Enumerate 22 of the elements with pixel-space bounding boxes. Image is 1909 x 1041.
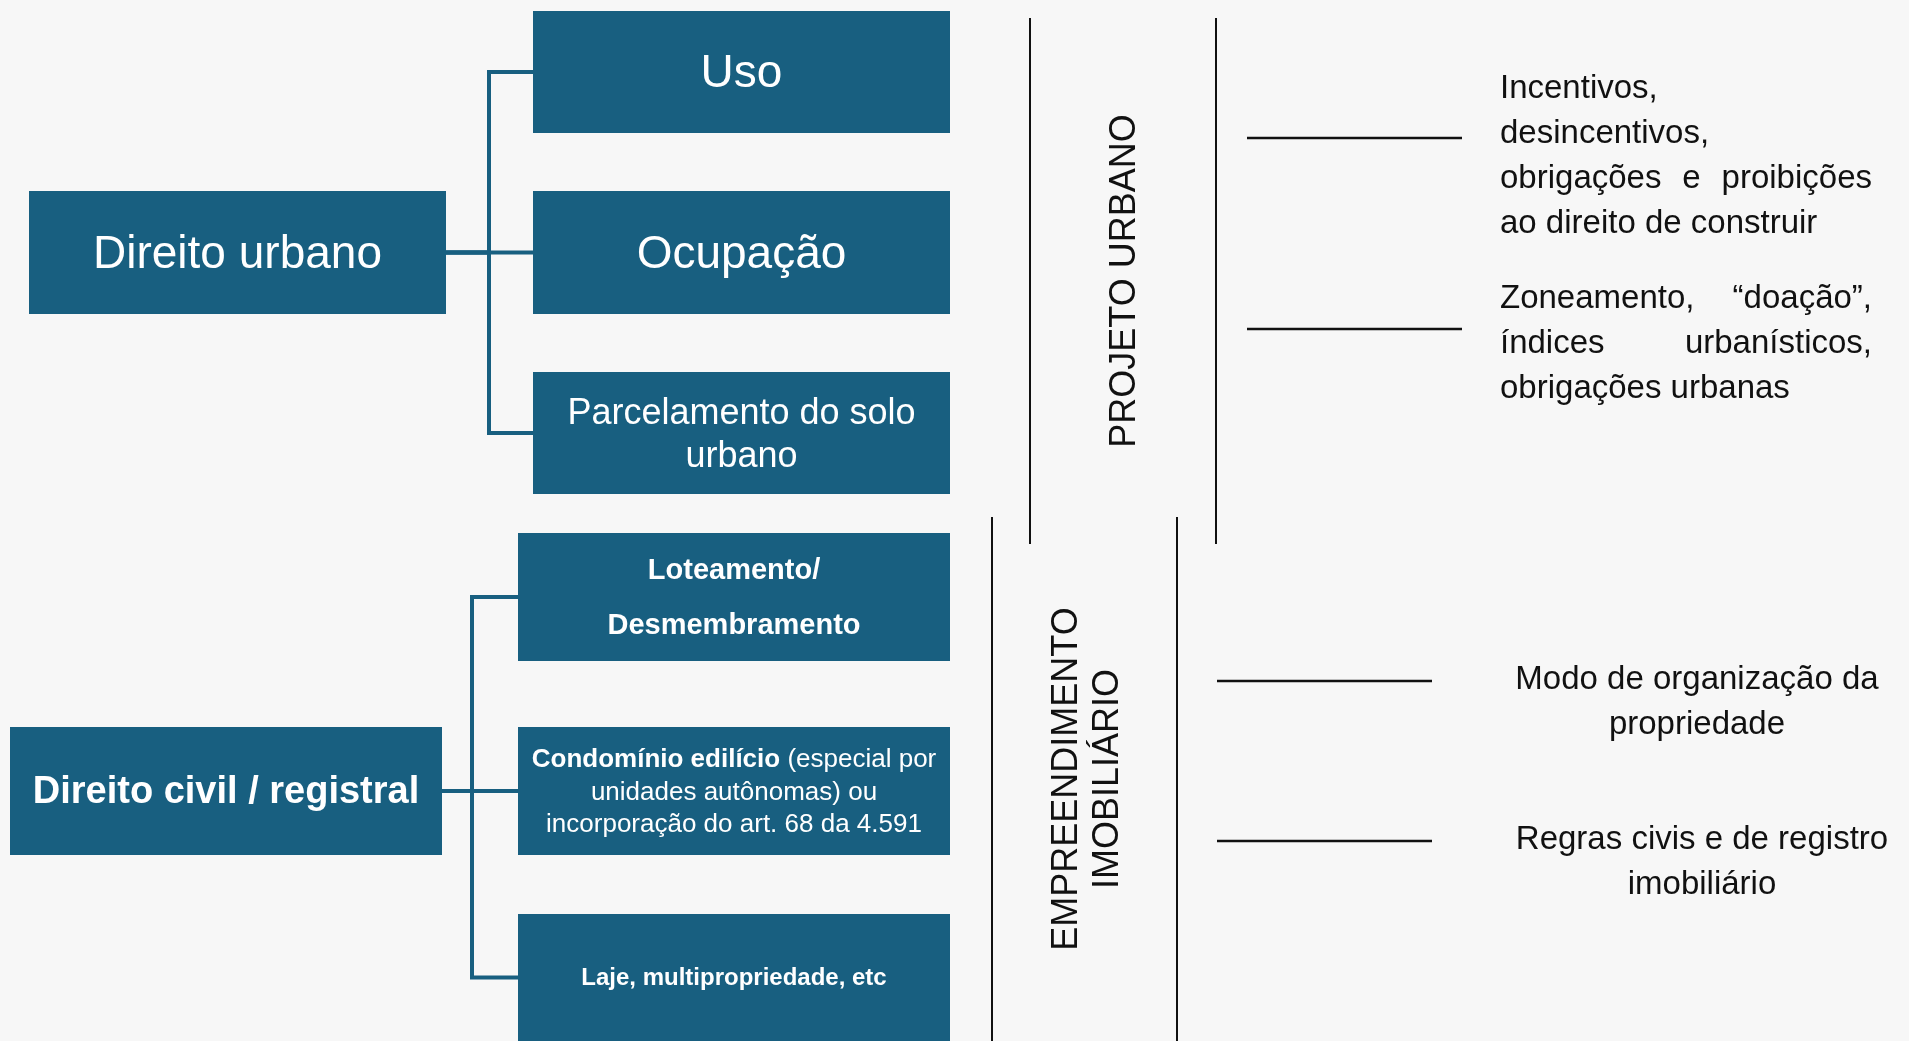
topic-box: Uso [533, 11, 950, 133]
description-text: Regras civis e de registro imobiliário [1514, 818, 1890, 903]
connector-line [1217, 679, 1432, 683]
category-box: Direito civil / registral [10, 727, 442, 855]
description-text: Zoneamento, “doação”, índices urbanísticos, obrigações urbanas [1500, 277, 1872, 407]
description-text: Modo de organização da propriedade [1514, 658, 1880, 743]
section-band [1029, 18, 1217, 544]
section-title: PROJETO URBANO [1102, 113, 1144, 450]
bracket-connector [446, 250, 533, 435]
bracket-connector [442, 789, 518, 980]
section-band [991, 517, 1178, 1041]
connector-line [1247, 136, 1462, 140]
topic-box: Ocupação [533, 191, 950, 314]
connector-line [1247, 327, 1462, 331]
category-box: Direito urbano [29, 191, 446, 314]
topic-box: Condomínio edilício (especial por unidades autônomas) ou incorporação do art. 68 da 4.591 [518, 727, 950, 855]
section-title: EMPREENDIMENTO IMOBILIÁRIO [1043, 606, 1126, 953]
topic-box: Loteamento/ Desmembramento [518, 533, 950, 661]
connector-line [1217, 839, 1432, 843]
topic-box: Parcelamento do solo urbano [533, 372, 950, 494]
topic-box: Laje, multipropriedade, etc [518, 914, 950, 1041]
description-text: Incentivos, desincentivos, obrigações e proibições ao direito de construir [1500, 67, 1872, 242]
